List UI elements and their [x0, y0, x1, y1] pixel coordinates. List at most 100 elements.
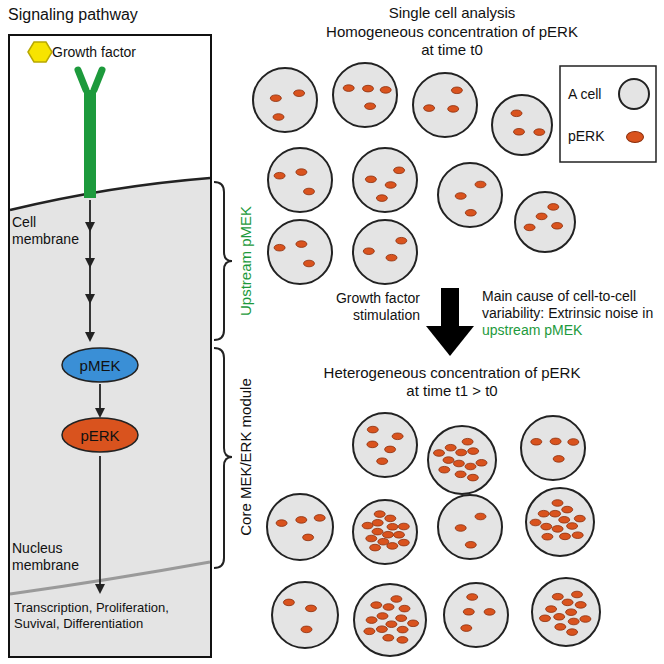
perk-dot — [555, 624, 566, 631]
perk-dot — [542, 533, 553, 540]
perk-dot — [552, 593, 563, 600]
cell — [267, 494, 333, 560]
ellipse-outline — [62, 348, 138, 382]
perk-dot — [365, 103, 376, 110]
perk-dot — [439, 466, 450, 473]
upstream-highlight: upstream pMEK — [482, 322, 582, 338]
legend-box — [560, 66, 656, 162]
perk-dot — [552, 500, 563, 507]
perk-dot — [575, 602, 586, 609]
cell — [428, 426, 496, 494]
perk-dot — [484, 609, 495, 616]
perk-dot — [453, 460, 464, 467]
cell — [268, 220, 332, 284]
perk-dot — [463, 609, 474, 616]
perk-dot — [385, 515, 396, 522]
perk-dot — [301, 626, 312, 633]
perk-dot — [365, 176, 376, 183]
perk-dot — [580, 616, 591, 623]
perk-dot — [467, 594, 478, 601]
perk-dot — [367, 426, 378, 433]
receptor-stem — [84, 90, 96, 198]
perk-dot — [377, 613, 388, 620]
perk-dot — [560, 533, 571, 540]
perk-dot — [559, 517, 570, 524]
perk-dot — [574, 515, 585, 522]
perk-dot — [383, 531, 394, 538]
cascade-arrows — [85, 200, 105, 594]
ellipse-outline — [62, 418, 138, 452]
perk-dot — [374, 511, 385, 518]
cell — [354, 584, 426, 656]
perk-dot — [370, 544, 381, 551]
perk-dot — [538, 510, 549, 517]
perk-dot — [276, 520, 287, 527]
cell — [413, 73, 477, 137]
perk-dot — [468, 448, 479, 455]
perk-dot — [566, 609, 577, 616]
perk-dot — [562, 506, 573, 513]
perk-dot — [394, 532, 405, 539]
perk-dot — [363, 248, 374, 255]
cell — [438, 163, 502, 227]
perk-dot — [434, 450, 445, 457]
perk-dot — [552, 526, 563, 533]
perk-dot — [455, 471, 466, 478]
perk-dot — [465, 210, 476, 217]
perk-dot — [476, 460, 487, 467]
perk-dot — [540, 615, 551, 622]
perk-dot — [467, 474, 478, 481]
perk-dot — [572, 591, 583, 598]
perk-dot — [568, 618, 579, 625]
perk-dot — [366, 617, 377, 624]
perk-dot — [362, 522, 373, 529]
perk-dot — [376, 195, 387, 202]
perk-dot — [408, 620, 419, 627]
perk-dot — [465, 463, 476, 470]
perk-dot — [296, 517, 307, 524]
perk-dot — [399, 605, 410, 612]
perk-dot — [386, 254, 397, 261]
cytoplasm — [10, 178, 210, 656]
perk-dot — [475, 513, 486, 520]
perk-dot — [372, 528, 383, 535]
perk-dot — [385, 446, 396, 453]
perk-dot — [553, 456, 564, 463]
perk-dot — [386, 621, 397, 628]
cell — [353, 413, 417, 477]
stimulation-arrow-head — [426, 326, 474, 356]
perk-dot — [536, 213, 547, 220]
perk-dot — [562, 599, 573, 606]
perk-dot — [461, 625, 472, 632]
perk-dot — [378, 538, 389, 545]
perk-ellipse: pERK — [61, 417, 139, 453]
perk-dot — [567, 523, 578, 530]
perk-dot — [283, 599, 294, 606]
perk-dot — [372, 520, 383, 527]
perk-dot — [531, 439, 542, 446]
perk-dot — [455, 525, 466, 532]
cell-group — [253, 63, 600, 656]
perk-dot — [465, 542, 476, 549]
cell — [268, 148, 332, 212]
perk-dot — [392, 433, 403, 440]
perk-dot — [366, 535, 377, 542]
cell — [353, 500, 417, 564]
cascade-connector — [99, 384, 101, 416]
cell-membrane — [10, 178, 210, 210]
node-label: pERK — [80, 427, 119, 444]
perk-dot — [274, 244, 285, 251]
perk-dot — [394, 167, 405, 174]
perk-dot — [385, 182, 396, 189]
perk-dot — [363, 85, 374, 92]
cell — [526, 488, 594, 556]
cell — [492, 95, 552, 155]
perk-dot — [554, 614, 565, 621]
cell — [521, 416, 585, 480]
cell — [438, 495, 502, 559]
perk-dot — [514, 129, 525, 136]
upstream-label: Upstream pMEK — [237, 206, 255, 316]
variability-text: Main cause of cell-to-cell variability: … — [482, 288, 653, 321]
receptor-arms — [78, 70, 102, 90]
heading: Heterogeneous concentration of pERK at t… — [317, 364, 587, 400]
